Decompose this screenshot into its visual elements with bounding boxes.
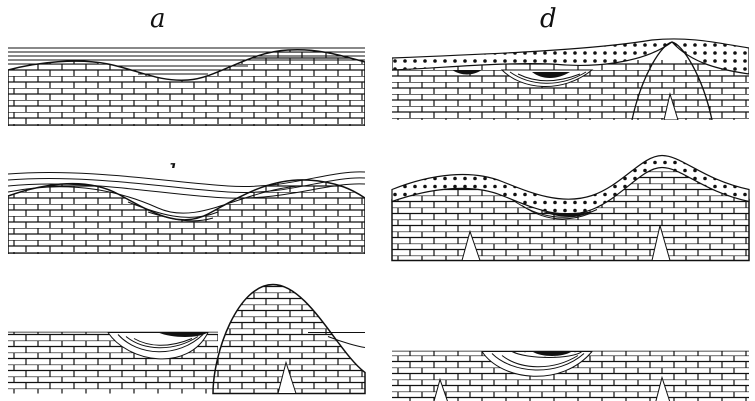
- panel-c: [8, 300, 365, 386]
- panel-b-drawing: [8, 168, 365, 254]
- panel-label-d: d: [540, 6, 557, 32]
- panel-f-drawing: [392, 300, 749, 401]
- panel-a: [8, 40, 365, 126]
- panel-e: [392, 164, 749, 250]
- panel-e-drawing: [392, 152, 749, 253]
- panel-f: [392, 300, 749, 386]
- panel-d: [392, 34, 749, 120]
- panel-b: [8, 168, 365, 254]
- panel-c-drawing: [8, 285, 365, 386]
- panel-label-a: a: [150, 6, 166, 32]
- panel-a-drawing: [8, 40, 365, 126]
- panel-d-drawing: [392, 34, 749, 120]
